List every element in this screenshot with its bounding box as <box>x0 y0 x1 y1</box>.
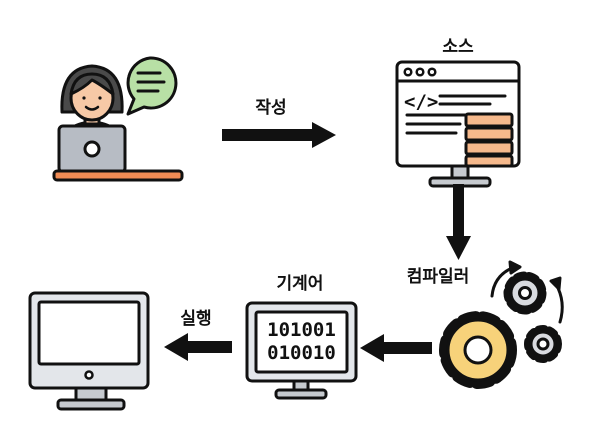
code-tag-text: </> <box>404 91 438 113</box>
label-compiler: 컴파일러 <box>407 266 470 287</box>
gears-icon <box>439 260 564 389</box>
binary-line-2: 010010 <box>267 342 336 364</box>
desktop-monitor-icon <box>28 291 150 411</box>
developer-at-laptop-icon <box>52 64 184 182</box>
arrow-execute <box>164 333 232 361</box>
speech-bubble-icon <box>126 56 178 116</box>
arrow-write <box>222 122 336 148</box>
binary-line-1: 101001 <box>267 319 336 341</box>
arrow-compile <box>446 184 471 260</box>
binary-monitor-icon <box>245 301 358 400</box>
label-source: 소스 <box>442 37 474 57</box>
label-execute: 실행 <box>180 309 211 329</box>
source-code-window-icon <box>395 60 521 188</box>
label-machine-code: 기계어 <box>277 274 324 294</box>
label-write: 작성 <box>255 98 286 118</box>
arrow-translate <box>360 334 432 362</box>
